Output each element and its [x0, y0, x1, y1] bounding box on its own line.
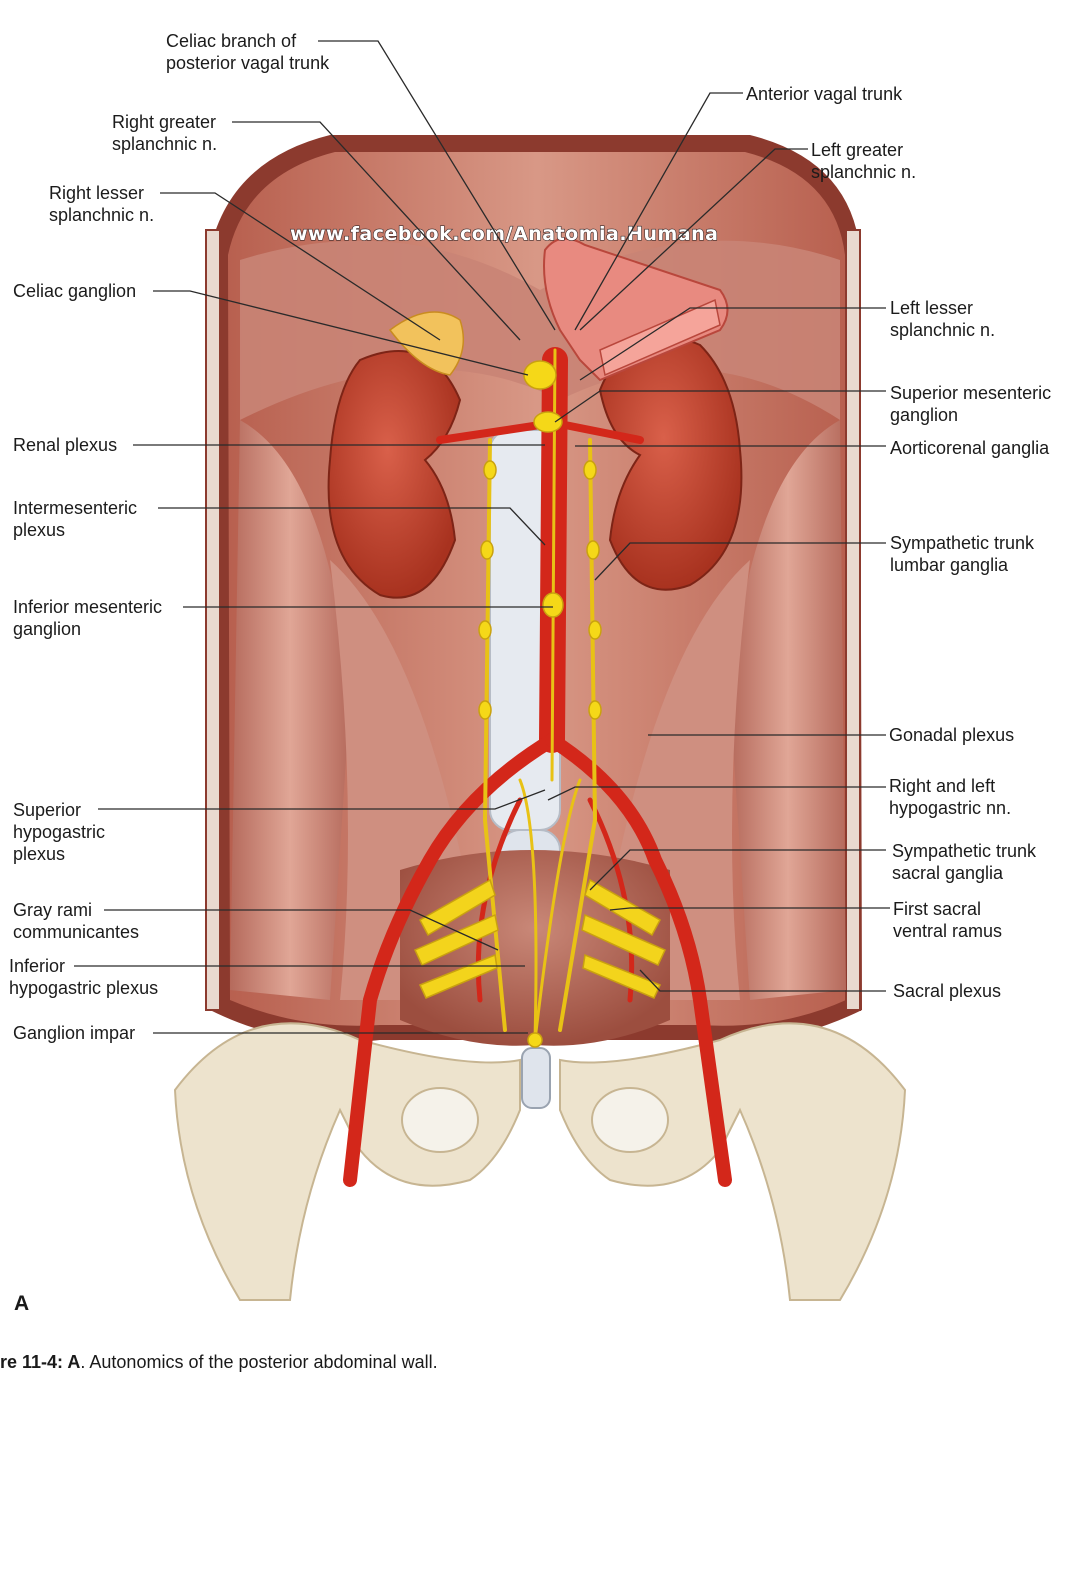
label-gray-rami: Gray rami communicantes	[13, 900, 140, 942]
label-ganglion-impar: Ganglion impar	[13, 1023, 136, 1043]
label-celiac-branch: Celiac branch of posterior vagal trunk	[166, 31, 330, 73]
label-sympathetic-trunk-lumbar: Sympathetic trunk lumbar ganglia	[890, 533, 1035, 575]
watermark-text: www.facebook.com/Anatomia.Humana	[290, 223, 718, 245]
label-celiac-ganglion: Celiac ganglion	[13, 281, 137, 301]
leader-lines	[74, 40, 890, 1034]
label-inferior-mesenteric-ganglion: Inferior mesenteric ganglion	[13, 597, 163, 639]
label-intermesenteric-plexus: Intermesenteric plexus	[13, 498, 138, 540]
label-sympathetic-trunk-sacral: Sympathetic trunk sacral ganglia	[892, 841, 1037, 883]
label-superior-mesenteric-ganglion: Superior mesenteric ganglion	[890, 383, 1052, 425]
caption-prefix: re 11-4:	[0, 1352, 68, 1372]
label-right-greater-splanchnic: Right greater splanchnic n.	[112, 112, 218, 154]
label-superior-hypogastric-plexus: Superior hypogastric plexus	[13, 800, 106, 864]
label-left-greater-splanchnic: Left greater splanchnic n.	[811, 140, 917, 182]
label-first-sacral-ventral-ramus: First sacral ventral ramus	[893, 899, 1003, 941]
ganglia	[478, 360, 602, 1048]
label-renal-plexus: Renal plexus	[13, 435, 118, 455]
panel-letter: A	[14, 1292, 30, 1315]
stomach	[543, 237, 729, 382]
label-gonadal-plexus: Gonadal plexus	[889, 725, 1015, 745]
pelvic-bones	[173, 1022, 907, 1301]
caption-letter: A	[67, 1352, 81, 1372]
caption-text: . Autonomics of the posterior abdominal …	[80, 1352, 438, 1372]
label-left-lesser-splanchnic: Left lesser splanchnic n.	[890, 298, 996, 340]
label-anterior-vagal-trunk: Anterior vagal trunk	[746, 84, 903, 104]
label-hypogastric-nn: Right and left hypogastric nn.	[889, 776, 1012, 818]
label-inferior-hypogastric-plexus: Inferior hypogastric plexus	[9, 956, 159, 998]
label-sacral-plexus: Sacral plexus	[893, 981, 1002, 1001]
kidneys	[327, 311, 743, 599]
figure-caption: re 11-4: A. Autonomics of the posterior …	[0, 1352, 438, 1373]
label-aorticorenal-ganglia: Aorticorenal ganglia	[890, 438, 1050, 458]
label-right-lesser-splanchnic: Right lesser splanchnic n.	[49, 183, 155, 225]
